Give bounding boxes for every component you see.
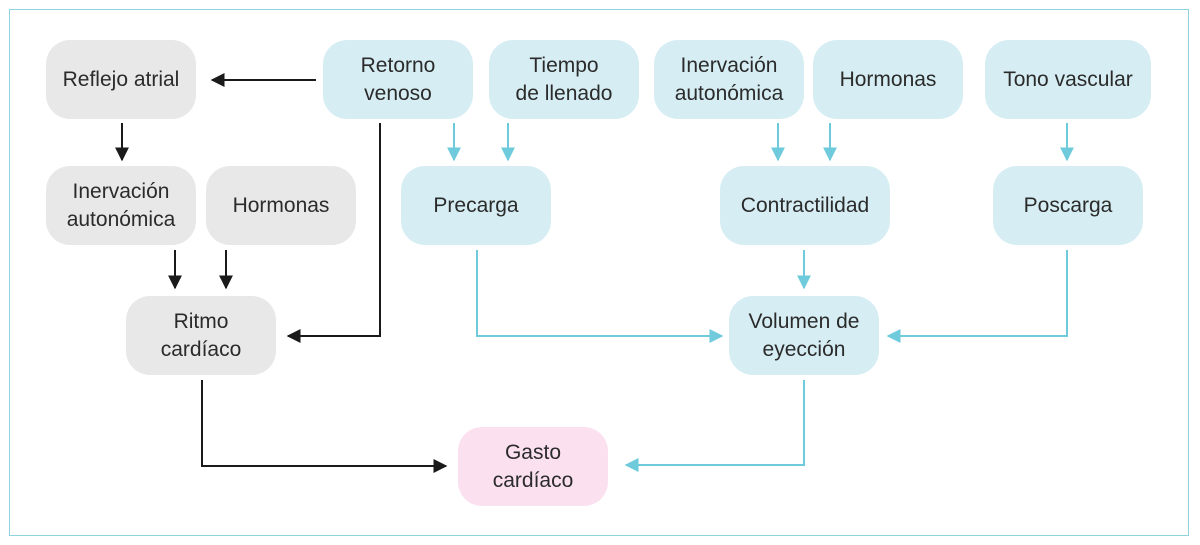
node-precarga: Precarga — [401, 166, 551, 245]
node-gasto-cardiaco: Gasto cardíaco — [458, 427, 608, 506]
arrow-poscarga-to-volumen — [886, 250, 1068, 343]
node-tono-vascular: Tono vascular — [985, 40, 1151, 119]
arrow-precarga-to-volumen — [476, 250, 724, 343]
node-volumen-de-eyeccion: Volumen de eyección — [729, 296, 879, 375]
node-inervacion-autonomica-left: Inervación autonómica — [46, 166, 196, 245]
node-contractilidad: Contractilidad — [720, 166, 890, 245]
node-retorno-venoso: Retorno venoso — [323, 40, 473, 119]
node-inervacion-autonomica-top: Inervación autonómica — [654, 40, 804, 119]
node-ritmo-cardiaco: Ritmo cardíaco — [126, 296, 276, 375]
node-hormonas-top: Hormonas — [813, 40, 963, 119]
node-hormonas-left: Hormonas — [206, 166, 356, 245]
arrow-volumen-to-gasto — [624, 380, 805, 472]
diagram-frame — [9, 9, 1189, 536]
node-tiempo-de-llenado: Tiempo de llenado — [489, 40, 639, 119]
arrow-ritmo-to-gasto — [201, 380, 448, 473]
arrow-retorno-to-ritmo — [286, 123, 381, 343]
node-reflejo-atrial: Reflejo atrial — [46, 40, 196, 119]
node-poscarga: Poscarga — [993, 166, 1143, 245]
